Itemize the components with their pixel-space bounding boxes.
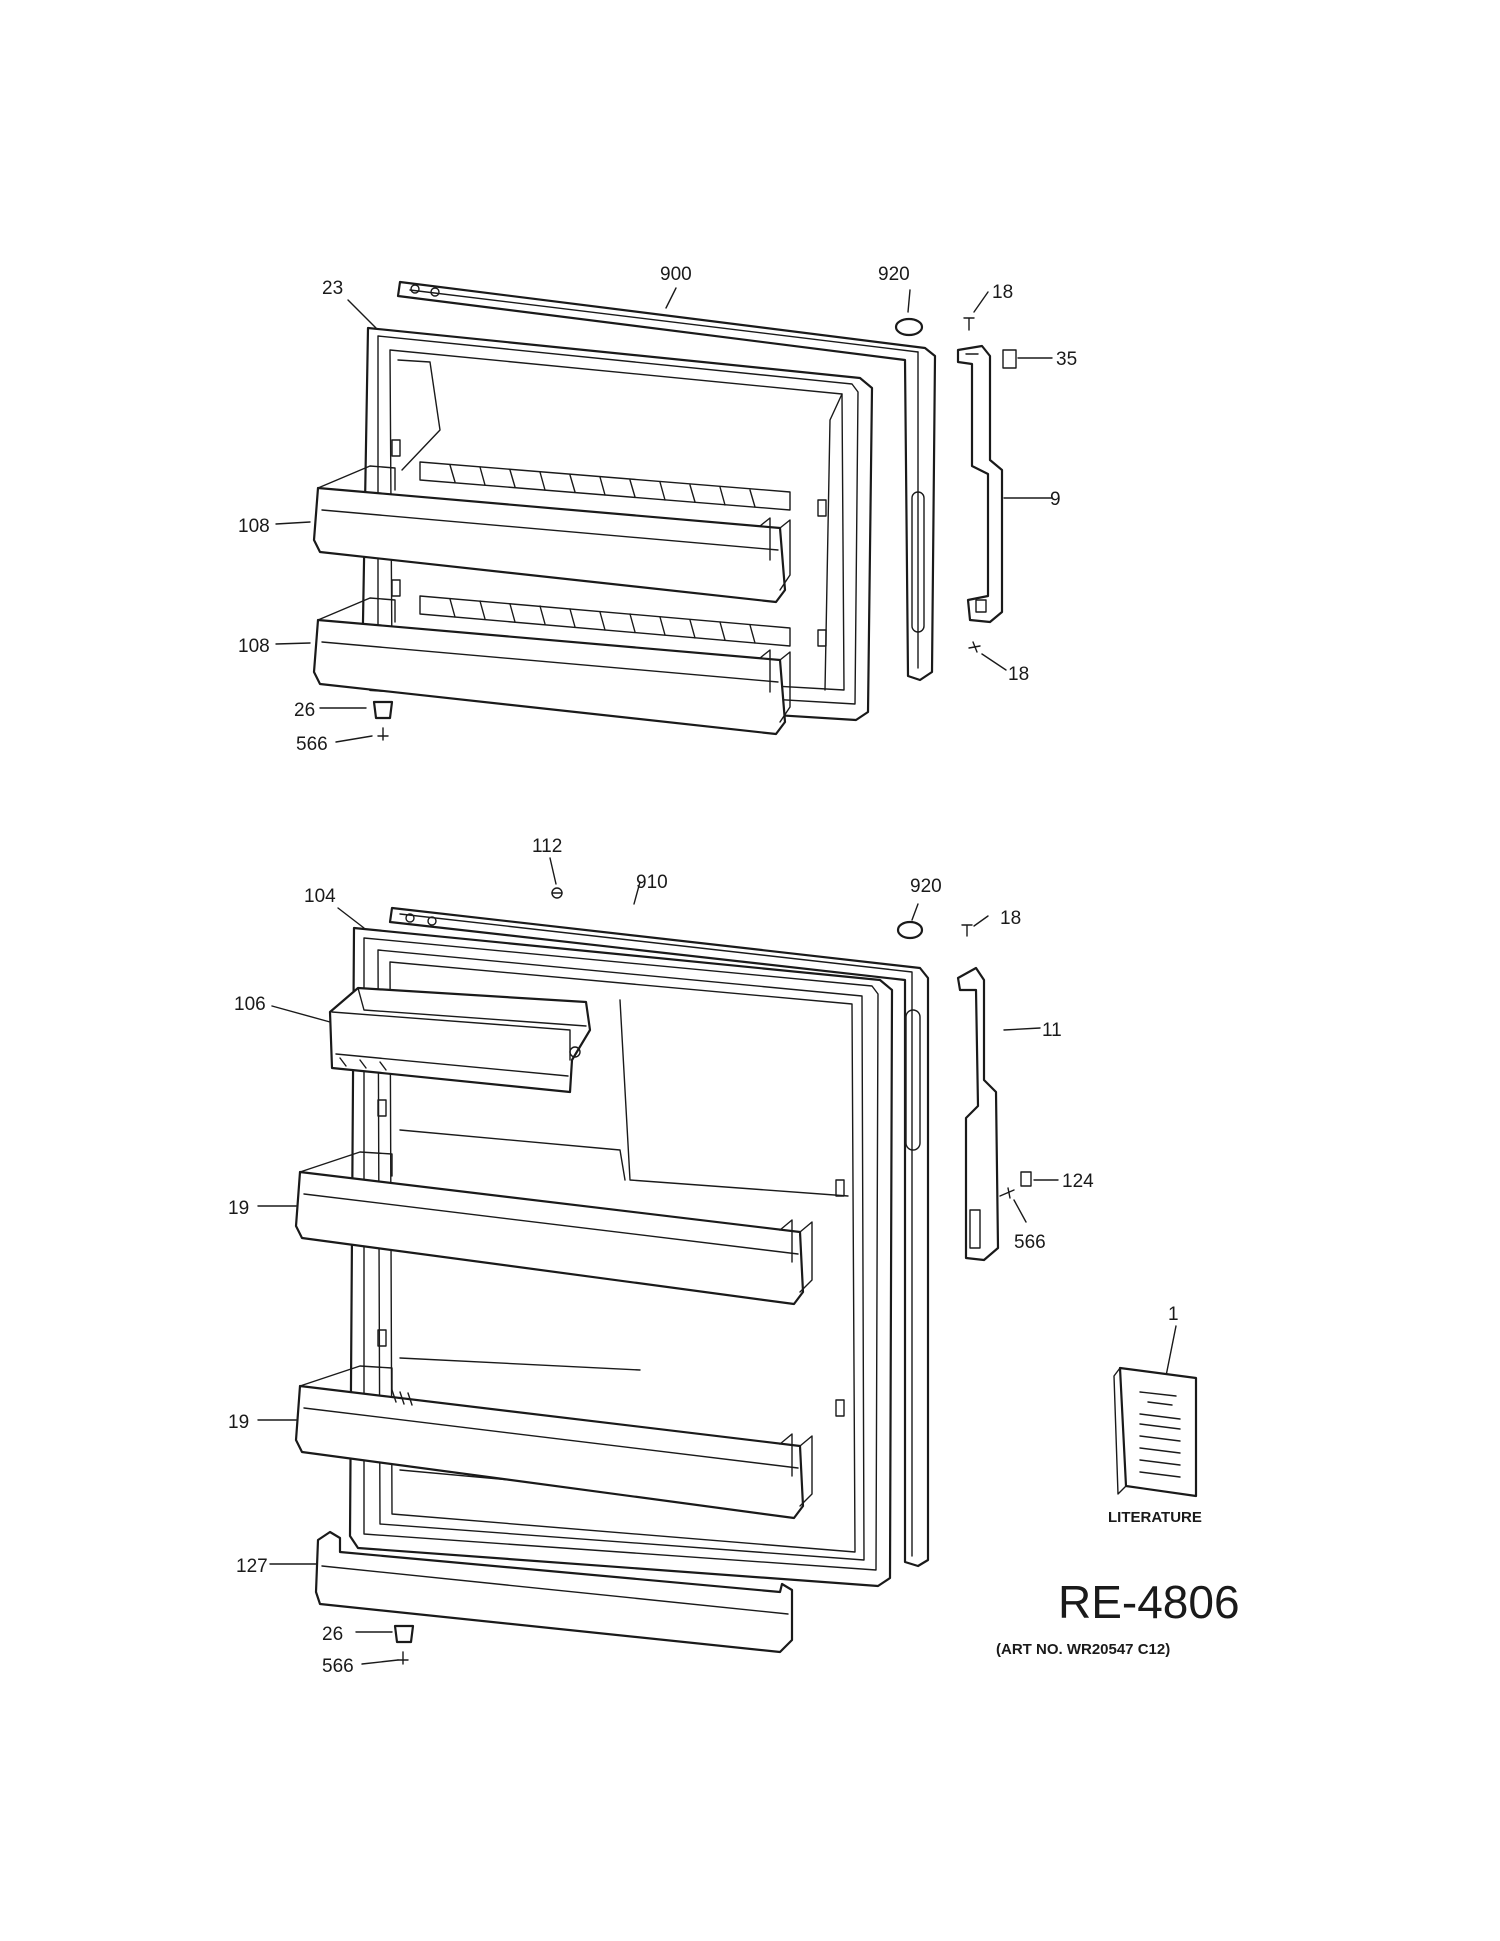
fresh-food-stop-screw <box>397 1651 409 1665</box>
label-18-fresh: 18 <box>1000 908 1021 929</box>
fresh-food-door-shelf-upper <box>294 1151 813 1306</box>
freezer-door-handle <box>956 344 1004 624</box>
fresh-food-door-stop <box>393 1624 415 1644</box>
freezer-door-shelf-lower <box>312 597 791 736</box>
label-9: 9 <box>1050 489 1061 510</box>
label-127: 127 <box>236 1556 268 1577</box>
art-number: (ART NO. WR20547 C12) <box>996 1641 1170 1658</box>
freezer-door-stop <box>372 700 394 720</box>
label-566-freezer: 566 <box>296 734 328 755</box>
fresh-food-door-shelf-lower <box>294 1365 813 1520</box>
freezer-outer-door-panel <box>396 280 937 682</box>
literature-booklet <box>1113 1366 1198 1498</box>
freezer-screw-top <box>963 317 975 331</box>
fresh-food-door-assembly <box>257 857 1177 1665</box>
label-108-lower: 108 <box>238 636 270 657</box>
label-566-handle: 566 <box>1014 1232 1046 1253</box>
freezer-stop-screw <box>377 727 389 741</box>
fresh-food-leader-lines <box>257 857 1177 1665</box>
freezer-hole-plug <box>894 317 924 337</box>
fresh-food-labels: 112 910 920 104 18 106 11 19 124 566 1 1… <box>228 836 1179 1677</box>
label-900: 900 <box>660 264 692 285</box>
label-920-freezer: 920 <box>878 264 910 285</box>
fresh-food-dairy-compartment <box>328 986 592 1094</box>
label-910: 910 <box>636 872 668 893</box>
fresh-food-handle-screw <box>999 1187 1015 1199</box>
fresh-food-handle-insert <box>1020 1171 1032 1187</box>
label-566-fresh: 566 <box>322 1656 354 1677</box>
diagram-code: RE-4806 <box>1058 1576 1240 1628</box>
freezer-door-shelf-upper <box>312 465 791 604</box>
label-112: 112 <box>532 836 562 857</box>
freezer-screw-bottom <box>968 641 981 653</box>
freezer-leader-lines <box>275 287 1053 743</box>
freezer-handle-cap <box>1002 349 1017 369</box>
label-11: 11 <box>1042 1020 1062 1041</box>
freezer-door-assembly <box>275 280 1053 743</box>
label-124: 124 <box>1062 1171 1094 1192</box>
label-35: 35 <box>1056 349 1077 370</box>
label-106: 106 <box>234 994 266 1015</box>
label-104: 104 <box>304 886 336 907</box>
label-26-fresh: 26 <box>322 1624 343 1645</box>
label-108-upper: 108 <box>238 516 270 537</box>
label-1: 1 <box>1168 1304 1179 1325</box>
freezer-labels: 900 920 23 18 35 9 108 108 18 26 566 <box>238 264 1077 755</box>
fresh-food-screw <box>961 924 973 937</box>
label-18-freezer-top: 18 <box>992 282 1013 303</box>
label-920-fresh: 920 <box>910 876 942 897</box>
label-19-upper: 19 <box>228 1198 249 1219</box>
fresh-food-screw-112 <box>551 887 563 899</box>
fresh-food-door-handle <box>956 966 1000 1262</box>
fresh-food-bottom-trim <box>314 1530 794 1654</box>
label-23: 23 <box>322 278 343 299</box>
fresh-food-outer-door-panel <box>388 906 930 1568</box>
literature-label: LITERATURE <box>1108 1509 1202 1526</box>
fresh-food-hole-plug <box>896 920 924 940</box>
label-26-freezer: 26 <box>294 700 315 721</box>
label-19-lower: 19 <box>228 1412 249 1433</box>
label-18-freezer-bottom: 18 <box>1008 664 1029 685</box>
